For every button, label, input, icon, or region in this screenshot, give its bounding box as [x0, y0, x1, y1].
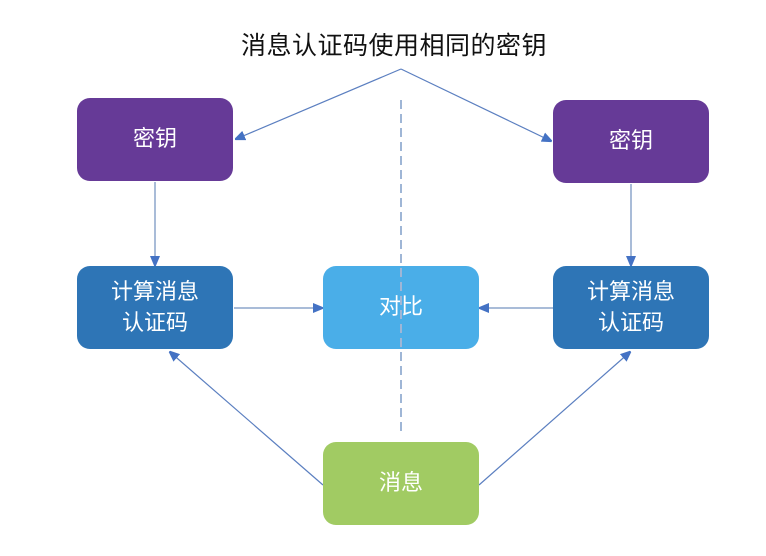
message-node: 消息 — [323, 442, 479, 525]
compare-node-label: 对比 — [378, 295, 423, 320]
compute-mac-node-left: 计算消息 认证码 — [77, 266, 233, 349]
key-node-left-label: 密钥 — [132, 127, 177, 152]
compare-node: 对比 — [323, 266, 479, 349]
diagram-title: 消息认证码使用相同的密钥 — [240, 31, 547, 60]
key-node-right: 密钥 — [553, 100, 709, 183]
edge-title-to-key-right — [400, 68, 551, 141]
compute-mac-left-line2: 认证码 — [121, 310, 188, 336]
key-node-left: 密钥 — [77, 98, 233, 181]
key-node-right-label: 密钥 — [608, 129, 653, 154]
compute-mac-right-line2: 认证码 — [597, 310, 664, 336]
edge-message-to-mac-left — [170, 352, 324, 486]
compute-mac-right-line1: 计算消息 — [586, 279, 675, 305]
edge-message-to-mac-right — [478, 352, 630, 486]
message-node-label: 消息 — [378, 471, 423, 496]
compute-mac-left-line1: 计算消息 — [110, 279, 199, 305]
edge-title-to-key-left — [236, 68, 402, 139]
compute-mac-node-right: 计算消息 认证码 — [553, 266, 709, 349]
